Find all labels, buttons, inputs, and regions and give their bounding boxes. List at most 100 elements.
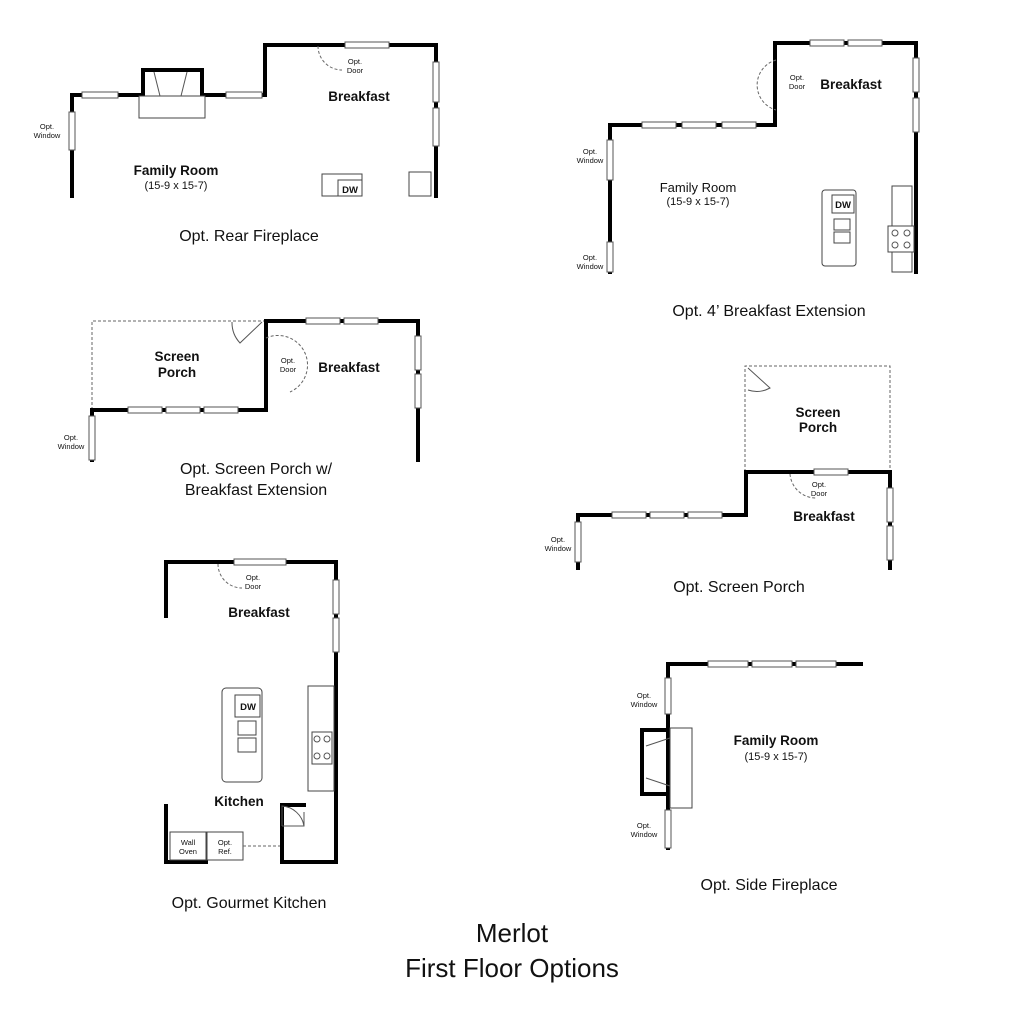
dishwasher-icon <box>234 694 261 718</box>
opt-door-label: Opt. <box>790 73 804 82</box>
window <box>681 121 717 129</box>
room-breakfast: Breakfast <box>328 89 390 104</box>
window <box>574 521 582 563</box>
opt-door-label: Opt. <box>812 480 826 489</box>
window <box>641 121 677 129</box>
window <box>606 241 614 273</box>
dw-label: DW <box>240 702 256 713</box>
room-breakfast: Breakfast <box>318 360 380 375</box>
wall-oven-cabinet <box>169 831 207 861</box>
window <box>68 111 76 151</box>
room-family-room: Family Room <box>734 733 819 748</box>
wall-oven-label: Wall <box>181 838 196 847</box>
opt-door-label: Door <box>280 365 297 374</box>
opt-door-label: Door <box>789 82 806 91</box>
room-dimensions: (15-9 x 15-7) <box>667 196 730 208</box>
sink-icon <box>833 218 851 231</box>
sink-icon <box>237 720 257 736</box>
window <box>912 97 920 133</box>
door-swing-icon <box>265 334 309 393</box>
room-screen-porch: Screen <box>795 405 840 420</box>
door-swing-icon <box>217 563 243 589</box>
wall-oven-label: Oven <box>179 847 197 856</box>
opt-window-label: Opt. <box>637 821 651 830</box>
window <box>649 511 685 519</box>
room-breakfast: Breakfast <box>228 605 290 620</box>
door-swing-icon <box>231 321 263 344</box>
plan-screen-porch-breakfast-extension: Opt. Window Opt. Door Screen Porch Break… <box>58 317 422 499</box>
opt-door-label: Opt. <box>281 356 295 365</box>
room-family-room: Family Room <box>660 180 737 195</box>
window <box>606 139 614 181</box>
room-breakfast: Breakfast <box>793 509 855 524</box>
opt-window-label: Opt. <box>583 253 597 262</box>
dishwasher-icon <box>831 194 855 214</box>
window <box>687 511 723 519</box>
window <box>225 91 263 99</box>
opt-door-label: Door <box>245 582 262 591</box>
fireplace-hearth-icon <box>669 727 693 809</box>
opt-door-label: Door <box>811 489 828 498</box>
opt-window-label: Window <box>631 830 658 839</box>
door-swing-icon <box>317 45 343 71</box>
opt-door-label: Opt. <box>246 573 260 582</box>
caption-rear-fireplace: Opt. Rear Fireplace <box>179 228 319 245</box>
room-screen-porch: Porch <box>158 365 196 380</box>
window <box>88 415 96 461</box>
fireplace-icon <box>153 71 188 97</box>
opt-window-label: Opt. <box>583 147 597 156</box>
screen-porch-outline <box>91 320 266 410</box>
plan-gourmet-kitchen: Opt. Door Breakfast DW Kitchen Wall Oven… <box>164 558 340 912</box>
plan-breakfast-extension: Opt. Window Opt. Window Opt. Door Breakf… <box>577 39 920 320</box>
window <box>432 61 440 103</box>
page-subtitle: First Floor Options <box>405 953 619 983</box>
opt-window-label: Opt. <box>64 433 78 442</box>
window <box>847 39 883 47</box>
window <box>886 487 894 523</box>
dw-label: DW <box>342 185 358 196</box>
opt-ref-label: Opt. <box>218 838 232 847</box>
window <box>795 660 837 668</box>
plan-side-fireplace: Opt. Window Opt. Window Family Room (15-… <box>631 660 863 894</box>
caption-breakfast-extension: Opt. 4’ Breakfast Extension <box>672 303 865 320</box>
plan-rear-fireplace: Opt. Window Opt. Door Breakfast Family R… <box>34 41 440 245</box>
fireplace-box <box>640 728 670 796</box>
window <box>344 41 390 49</box>
caption-screen-porch-ext-line1: Opt. Screen Porch w/ <box>180 461 333 478</box>
caption-gourmet-kitchen: Opt. Gourmet Kitchen <box>172 895 327 912</box>
opt-window-label: Opt. <box>40 122 54 131</box>
window <box>305 317 341 325</box>
sink-icon <box>237 737 257 753</box>
room-dimensions: (15-9 x 15-7) <box>745 751 808 763</box>
window <box>611 511 647 519</box>
window <box>203 406 239 414</box>
window <box>809 39 845 47</box>
opt-window-label: Window <box>577 262 604 271</box>
window <box>332 617 340 653</box>
dishwasher-icon <box>337 179 363 197</box>
screen-porch-outline <box>744 365 891 472</box>
opt-window-label: Window <box>58 442 85 451</box>
caption-screen-porch: Opt. Screen Porch <box>673 579 805 596</box>
page-title: Merlot <box>476 918 549 948</box>
window <box>81 91 119 99</box>
room-family-room: Family Room <box>134 163 219 178</box>
opt-window-label: Window <box>34 131 61 140</box>
opt-window-label: Opt. <box>637 691 651 700</box>
room-dimensions: (15-9 x 15-7) <box>145 180 208 192</box>
opt-window-label: Window <box>545 544 572 553</box>
fireplace-hearth-icon <box>138 95 206 119</box>
window <box>707 660 749 668</box>
window <box>414 335 422 371</box>
window <box>721 121 757 129</box>
cooktop-icon <box>311 731 333 765</box>
window <box>233 558 287 566</box>
opt-window-label: Opt. <box>551 535 565 544</box>
caption-screen-porch-ext-line2: Breakfast Extension <box>185 482 327 499</box>
caption-side-fireplace: Opt. Side Fireplace <box>701 877 838 894</box>
window <box>912 57 920 93</box>
room-breakfast: Breakfast <box>820 77 882 92</box>
opt-window-label: Window <box>631 700 658 709</box>
window <box>751 660 793 668</box>
window <box>127 406 163 414</box>
